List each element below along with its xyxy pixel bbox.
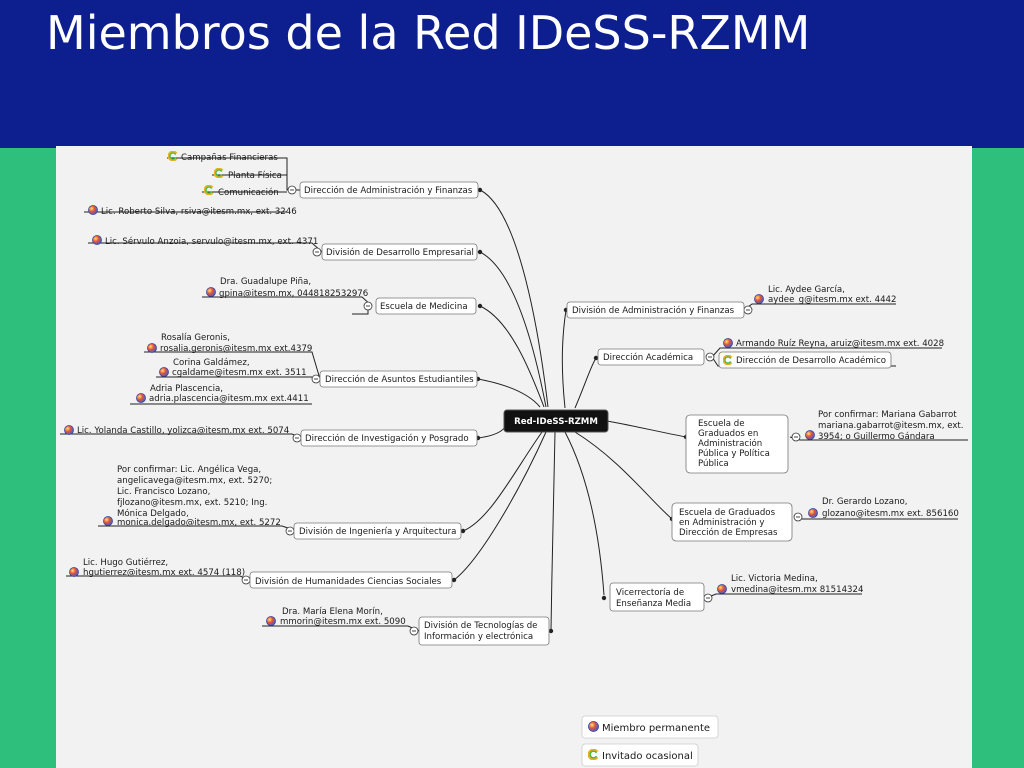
permanent-icon <box>88 205 98 215</box>
node-egap-line3[interactable]: Administración <box>698 438 762 449</box>
center-node-label: Red-IDeSS-RZMM <box>514 417 598 427</box>
node-egade-line2[interactable]: en Administración y <box>679 517 765 528</box>
mindmap-canvas <box>56 146 972 768</box>
occasional-icon <box>214 168 224 178</box>
permanent-icon <box>103 516 113 526</box>
node-vicerrectoria-line2[interactable]: Enseñanza Media <box>616 599 691 609</box>
node-div-admin-finanzas[interactable]: División de Administración y Finanzas <box>572 305 735 316</box>
node-ingenieria[interactable]: División de Ingeniería y Arquitectura <box>299 526 456 537</box>
node-medicina[interactable]: Escuela de Medicina <box>380 302 468 312</box>
leaf-medina-line1[interactable]: Lic. Victoria Medina, <box>731 574 818 584</box>
leaf-galdamez-line2[interactable]: cgaldame@itesm.mx ext. 3511 <box>172 368 307 378</box>
leaf-ruiz[interactable]: Armando Ruíz Reyna, aruiz@itesm.mx ext. … <box>736 339 944 349</box>
leaf-campanas[interactable]: Campañas Financieras <box>181 153 278 163</box>
node-investigacion[interactable]: Dirección de Investigación y Posgrado <box>305 433 469 444</box>
node-egap-line4[interactable]: Pública y Política <box>698 449 770 459</box>
leaf-vega-line2[interactable]: angelicavega@itesm.mx, ext. 5270; <box>117 476 272 486</box>
leaf-pina-line1[interactable]: Dra. Guadalupe Piña, <box>220 277 311 287</box>
page-title: Miembros de la Red IDeSS-RZMM <box>46 6 811 60</box>
permanent-icon <box>266 616 276 626</box>
leaf-planta[interactable]: Planta Física <box>228 171 282 181</box>
leaf-galdamez-line1[interactable]: Corina Galdámez, <box>173 358 250 368</box>
leaf-plascencia-line2[interactable]: adria.plascencia@itesm.mx ext.4411 <box>149 394 309 404</box>
node-egade-line3[interactable]: Dirección de Empresas <box>679 527 778 538</box>
permanent-icon <box>64 425 74 435</box>
leaf-anzoia[interactable]: Lic. Sérvulo Anzoia, servulo@itesm.mx, e… <box>105 236 318 247</box>
permanent-icon <box>805 430 815 440</box>
leaf-lozano-line2[interactable]: glozano@itesm.mx ext. 856160 <box>822 509 959 519</box>
leaf-vega-line5[interactable]: Mónica Delgado, <box>117 508 189 519</box>
permanent-icon <box>588 721 599 732</box>
leaf-geronis-line1[interactable]: Rosalía Geronis, <box>161 333 230 343</box>
leaf-morin-line1[interactable]: Dra. María Elena Morín, <box>282 607 383 617</box>
node-desarrollo-academico[interactable]: Dirección de Desarrollo Académico <box>736 355 886 366</box>
permanent-icon <box>92 235 102 245</box>
permanent-icon <box>808 508 818 518</box>
node-admin-finanzas[interactable]: Dirección de Administración y Finanzas <box>304 185 473 196</box>
permanent-icon <box>717 584 727 594</box>
leaf-vega-line3[interactable]: Lic. Francisco Lozano, <box>117 487 210 497</box>
legend-permanent: Miembro permanente <box>602 723 710 734</box>
node-tecnologias-line2[interactable]: Información y electrónica <box>424 631 533 642</box>
node-egade-line1[interactable]: Escuela de Graduados <box>679 508 776 518</box>
header-band: Miembros de la Red IDeSS-RZMM <box>0 0 1024 148</box>
leaf-pina-line2[interactable]: gpina@itesm.mx, 0448182532976 <box>219 289 368 299</box>
leaf-gabarrot-line2[interactable]: mariana.gabarrot@itesm.mx, ext. <box>818 421 964 431</box>
leaf-gutierrez-line1[interactable]: Lic. Hugo Gutiérrez, <box>83 557 168 568</box>
node-asuntos-estudiantiles[interactable]: Dirección de Asuntos Estudiantiles <box>325 374 474 385</box>
node-boxes <box>249 181 892 646</box>
legend: Miembro permanente Invitado ocasional <box>581 715 719 767</box>
leaf-lozano-line1[interactable]: Dr. Gerardo Lozano, <box>822 497 908 507</box>
center-node[interactable] <box>503 409 609 433</box>
permanent-icon <box>69 567 79 577</box>
permanent-icon <box>206 287 216 297</box>
leaf-castillo[interactable]: Lic. Yolanda Castillo, yolizca@itesm.mx … <box>77 426 289 436</box>
leaf-gabarrot-line1[interactable]: Por confirmar: Mariana Gabarrot <box>818 410 957 420</box>
permanent-icon <box>147 343 157 353</box>
leaf-morin-line2[interactable]: mmorin@itesm.mx ext. 5090 <box>280 617 406 627</box>
leaf-comunicacion[interactable]: Comunicación <box>218 187 279 198</box>
occasional-icon <box>204 185 214 195</box>
permanent-icon <box>159 367 169 377</box>
leaf-plascencia-line1[interactable]: Adria Plascencia, <box>150 384 223 394</box>
node-tecnologias-line1[interactable]: División de Tecnologías de <box>424 620 537 631</box>
node-humanidades[interactable]: División de Humanidades Ciencias Sociale… <box>255 576 442 587</box>
leaf-silva[interactable]: Lic. Roberto Silva, rsiva@itesm.mx, ext.… <box>101 207 297 217</box>
node-vicerrectoria-line1[interactable]: Vicerrectoría de <box>616 588 684 598</box>
permanent-icon <box>136 393 146 403</box>
node-egap-line2[interactable]: Graduados en <box>698 429 758 439</box>
node-desarrollo-empresarial[interactable]: División de Desarrollo Empresarial <box>326 247 474 258</box>
leaf-garcia-line2[interactable]: aydee_g@itesm.mx ext. 4442 <box>768 295 896 305</box>
leaf-gutierrez-line2[interactable]: hgutierrez@itesm.mx ext. 4574 (118) <box>83 568 245 578</box>
leaf-vega-line6[interactable]: monica.delgado@itesm.mx, ext. 5272 <box>117 518 281 528</box>
leaf-vega-line1[interactable]: Por confirmar: Lic. Angélica Vega, <box>117 464 261 475</box>
node-egap-line1[interactable]: Escuela de <box>698 419 745 429</box>
permanent-icon <box>723 338 733 348</box>
occasional-icon <box>168 151 178 161</box>
leaf-geronis-line2[interactable]: rosalia.geronis@itesm.mx ext.4379 <box>160 344 312 354</box>
leaf-gabarrot-line3[interactable]: 3954; o Guillermo Gándara <box>818 432 935 442</box>
leaf-garcia-line1[interactable]: Lic. Aydee García, <box>768 285 845 295</box>
leaf-medina-line2[interactable]: vmedina@itesm.mx 81514324 <box>731 585 863 595</box>
node-academica[interactable]: Dirección Académica <box>603 352 693 363</box>
permanent-icon <box>754 294 764 304</box>
legend-occasional: Invitado ocasional <box>602 751 693 762</box>
node-egap-line5[interactable]: Pública <box>698 459 729 469</box>
leaf-vega-line4[interactable]: fjlozano@itesm.mx, ext. 5210; Ing. <box>117 498 267 508</box>
collapse-markers <box>241 185 803 636</box>
